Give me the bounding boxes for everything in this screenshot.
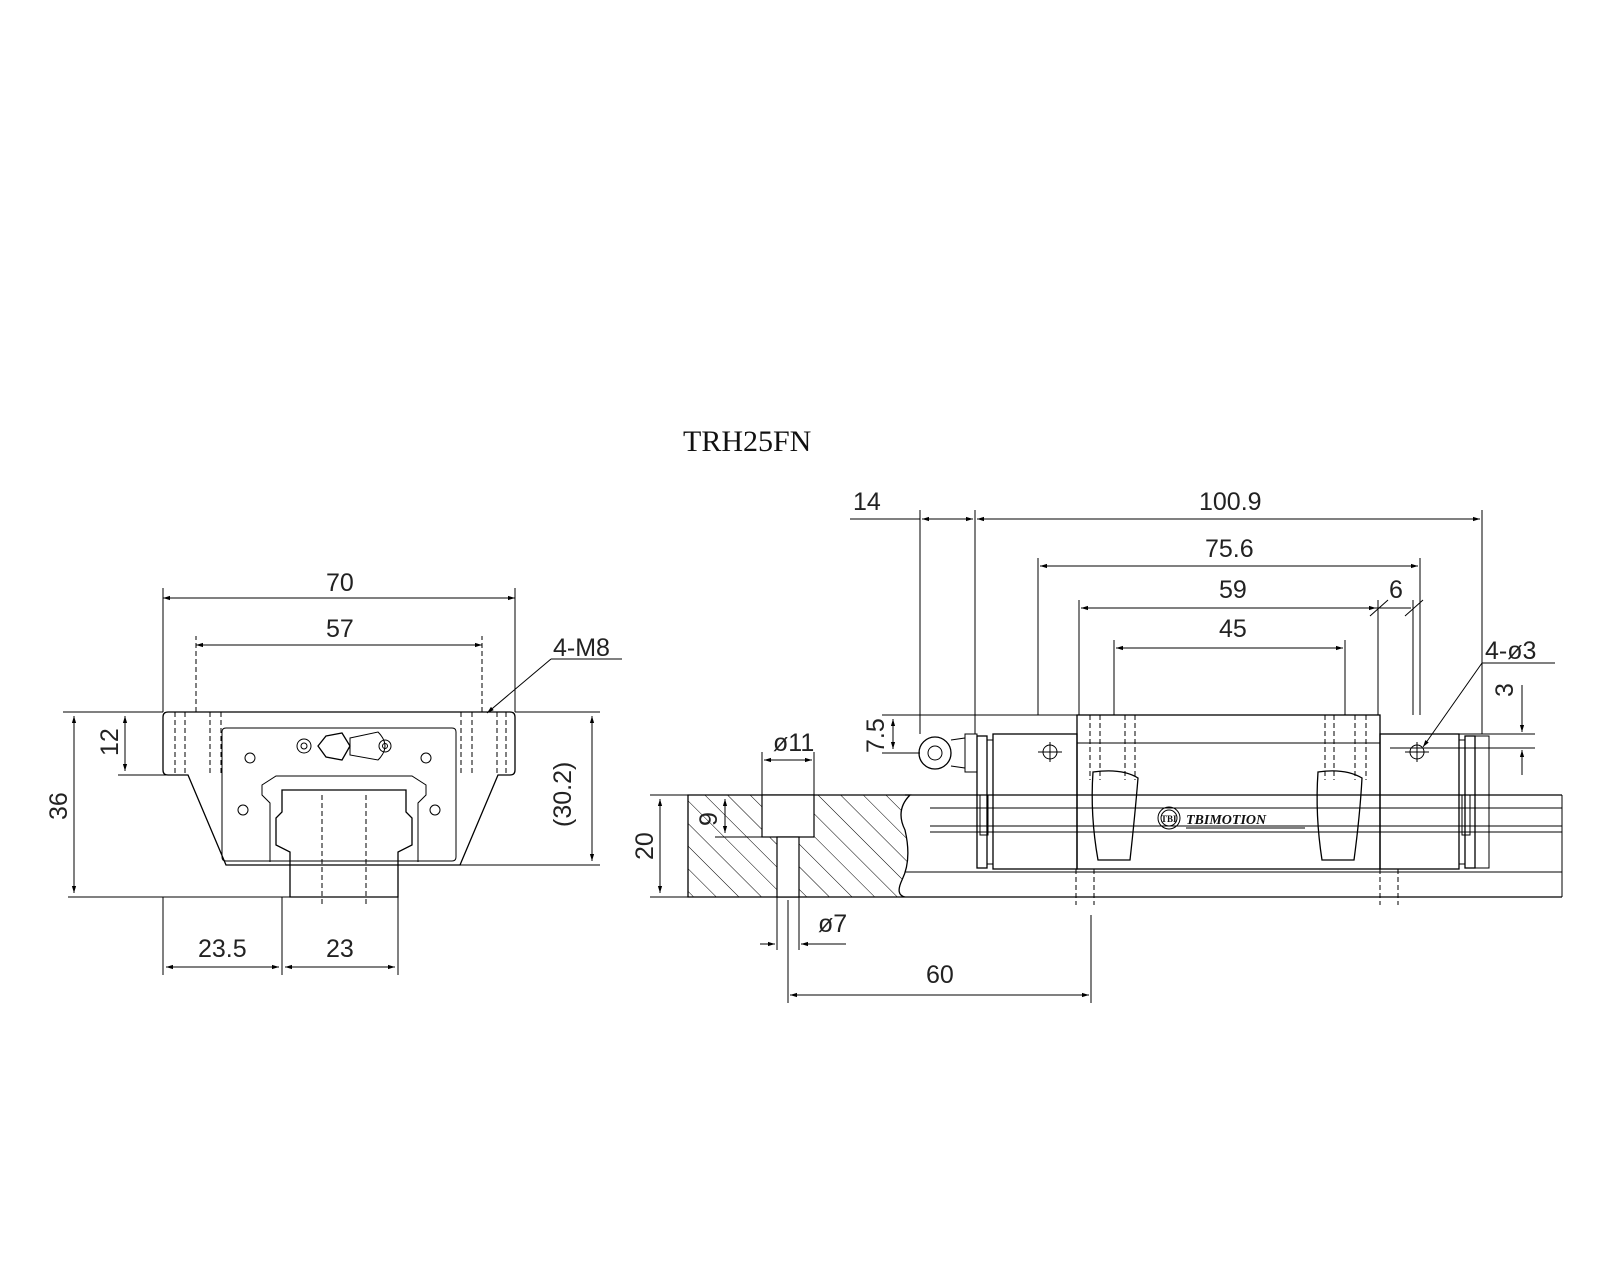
brand-name-text: TBIMOTION (1186, 813, 1267, 828)
dim-block-height-label: (30.2) (549, 762, 577, 827)
block-flange-outline (162, 711, 516, 866)
brand-logo: TBI TBIMOTION (1157, 806, 1305, 830)
dim-hole-pitch-label: 57 (326, 615, 354, 643)
dim-hole-pitch-inner: 45 (1113, 615, 1346, 715)
front-view: 70 57 4-M8 12 36 (45, 569, 622, 975)
dim-thread-depth: 12 (96, 716, 168, 776)
dim-rail-width-label: 23 (326, 935, 354, 963)
dim-counterbore-dia-label: ø11 (773, 729, 814, 757)
end-plate-screw-hole (244, 752, 256, 764)
dim-rail-height: 20 (631, 794, 688, 898)
block-body (1076, 714, 1381, 870)
dim-counterbore-depth: 9 (695, 799, 762, 838)
dim-body-length-label: 75.6 (1205, 535, 1254, 563)
dim-grease-nipple-label: 14 (853, 488, 881, 516)
dim-width-overall-label: 70 (326, 569, 354, 597)
end-plate-screw-hole (237, 804, 249, 816)
dim-lube-holes-label: 4-ø3 (1485, 637, 1536, 665)
grease-nipple-side-icon (918, 733, 978, 773)
dim-height-overall: 36 (45, 711, 290, 898)
dim-height-overall-label: 36 (45, 792, 73, 820)
dim-grease-nipple: 14 100.9 (850, 488, 1483, 734)
dim-counterbore-dia: ø11 (761, 729, 815, 795)
dim-thread-callout-label: 4-M8 (553, 634, 610, 662)
dim-thread-callout: 4-M8 (486, 634, 622, 714)
dim-width-overall: 70 (162, 569, 516, 712)
dim-block-height: (30.2) (460, 711, 600, 866)
dim-hole-pitch-outer: 59 6 (1078, 576, 1424, 715)
bolt-hole (776, 836, 800, 898)
block-rail-cavity (261, 775, 427, 862)
lube-hole-icon (1405, 742, 1429, 762)
drawing-title: TRH25FN (683, 425, 811, 458)
dim-nipple-height: 7.5 (862, 714, 1077, 754)
rail-profile (275, 789, 413, 898)
dim-rail-pitch: 60 (787, 900, 1092, 1003)
counterbore (761, 794, 815, 838)
end-plate-screw-hole (429, 804, 441, 816)
dim-length-overall-label: 100.9 (1199, 488, 1262, 516)
dim-lube-depth: 3 (1390, 683, 1535, 775)
side-view: TBI TBIMOTION 14 100.9 75.6 (631, 488, 1563, 1003)
brand-mark-text: TBI (1161, 814, 1177, 824)
dim-bolt-hole-dia-label: ø7 (818, 910, 847, 938)
dim-thread-depth-label: 12 (96, 728, 124, 756)
dim-rail-height-label: 20 (631, 832, 659, 860)
lube-hole-icon (1038, 742, 1062, 762)
dim-hole-pitch: 57 (195, 615, 483, 712)
dim-lube-depth-label: 3 (1491, 683, 1519, 697)
grease-nipple-icon (296, 731, 392, 761)
dim-nipple-height-label: 7.5 (862, 718, 890, 753)
dim-hole-pitch-outer-label: 59 (1219, 576, 1247, 604)
dim-rail-offset: 23.5 23 (162, 897, 399, 975)
dim-bolt-hole-dia: ø7 (760, 897, 847, 950)
dim-rail-pitch-label: 60 (926, 961, 954, 989)
dim-rail-offset-label: 23.5 (198, 935, 247, 963)
dim-counterbore-depth-label: 9 (695, 812, 723, 826)
dim-hole-pitch-inner-label: 45 (1219, 615, 1247, 643)
end-plate-screw-hole (420, 752, 432, 764)
end-cap-plate (221, 727, 457, 862)
dim-seal-offset-label: 6 (1389, 576, 1403, 604)
dim-body-length: 75.6 (1037, 535, 1421, 715)
dim-lube-holes: 4-ø3 (1422, 637, 1555, 748)
